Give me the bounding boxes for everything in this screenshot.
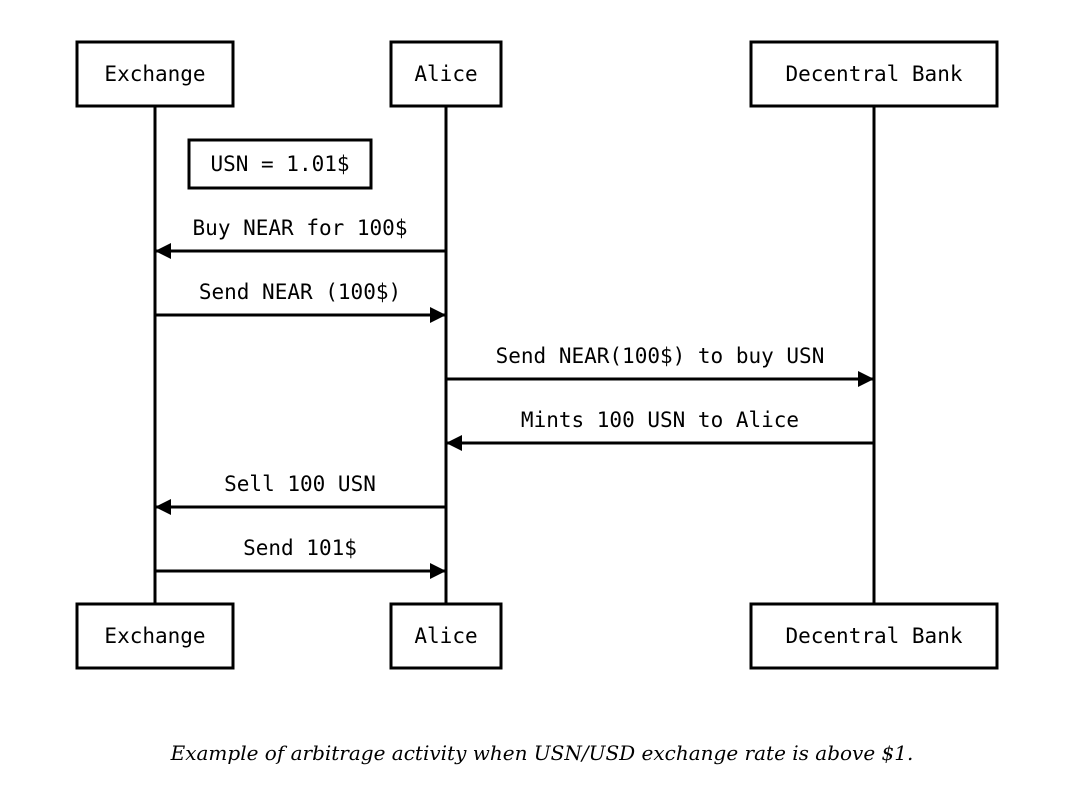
actor-alice-top: Alice bbox=[389, 40, 503, 108]
note-usn-price: USN = 1.01$ bbox=[187, 138, 373, 190]
actor-label: Exchange bbox=[104, 624, 205, 648]
actor-exchange-bottom: Exchange bbox=[75, 602, 235, 670]
actor-bank-top: Decentral Bank bbox=[749, 40, 999, 108]
message-send-dollars: Send 101$ bbox=[155, 536, 446, 579]
actor-bank-bottom: Decentral Bank bbox=[749, 602, 999, 670]
actor-label: Decentral Bank bbox=[785, 624, 962, 648]
note-label: USN = 1.01$ bbox=[210, 152, 349, 176]
actor-label: Alice bbox=[414, 624, 477, 648]
actor-label: Alice bbox=[414, 62, 477, 86]
message-label: Sell 100 USN bbox=[224, 472, 376, 496]
actor-alice-bottom: Alice bbox=[389, 602, 503, 670]
message-buy-near: Buy NEAR for 100$ bbox=[155, 216, 446, 259]
message-label: Buy NEAR for 100$ bbox=[193, 216, 408, 240]
message-sell-usn: Sell 100 USN bbox=[155, 472, 446, 515]
message-label: Send NEAR (100$) bbox=[199, 280, 401, 304]
figure-caption: Example of arbitrage activity when USN/U… bbox=[170, 741, 914, 765]
message-send-near: Send NEAR (100$) bbox=[155, 280, 446, 323]
message-label: Send 101$ bbox=[243, 536, 357, 560]
sequence-diagram: Exchange Alice Decentral Bank USN = 1.01… bbox=[75, 40, 999, 670]
message-buy-usn: Send NEAR(100$) to buy USN bbox=[446, 344, 874, 387]
message-mint-usn: Mints 100 USN to Alice bbox=[446, 408, 874, 451]
message-label: Mints 100 USN to Alice bbox=[521, 408, 799, 432]
actor-label: Exchange bbox=[104, 62, 205, 86]
message-label: Send NEAR(100$) to buy USN bbox=[496, 344, 825, 368]
actor-exchange-top: Exchange bbox=[75, 40, 235, 108]
actor-label: Decentral Bank bbox=[785, 62, 962, 86]
